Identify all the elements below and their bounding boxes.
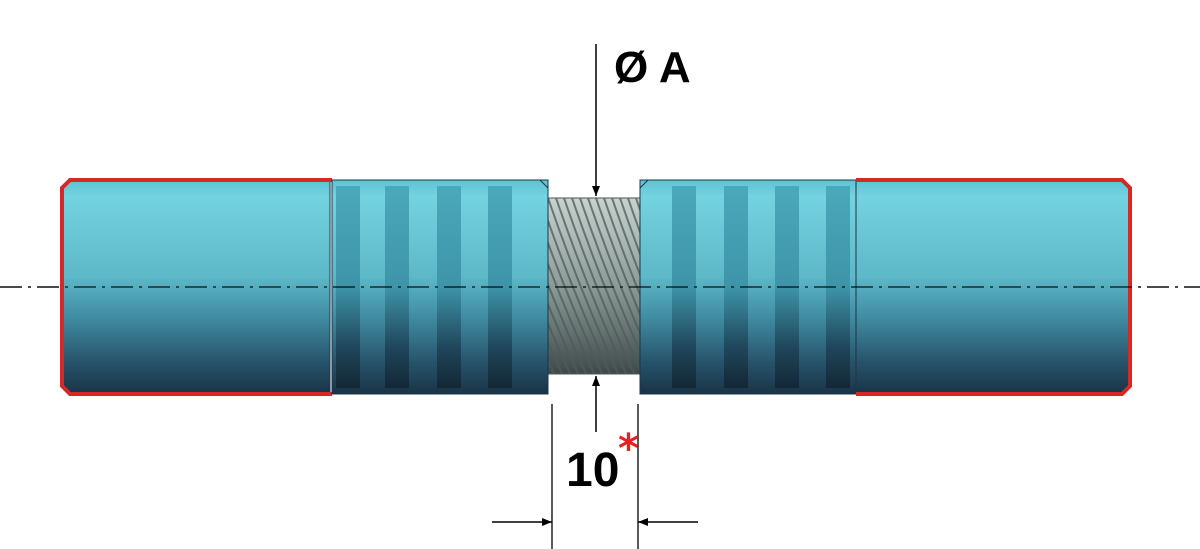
diameter-dimension: Ø A <box>592 43 691 432</box>
cable-strand <box>619 198 640 257</box>
cable-strand <box>579 198 640 355</box>
diameter-label: Ø A <box>614 43 691 92</box>
cable-strand <box>555 198 627 374</box>
cable-strand <box>571 198 640 372</box>
length-dimension: 10 * <box>492 404 698 549</box>
cable-strand <box>611 198 640 278</box>
cable-strand <box>548 240 603 374</box>
left-sleeve-grooves <box>331 179 549 395</box>
cable-strand <box>548 301 579 374</box>
left-seal-edge <box>60 178 332 396</box>
length-note-marker: * <box>618 426 639 472</box>
cable-strand <box>548 339 563 374</box>
cable-strand <box>587 198 640 336</box>
cable-strand <box>548 321 571 374</box>
cable-strand <box>603 198 640 298</box>
cable-strand <box>563 198 635 374</box>
cable-strand <box>548 198 619 374</box>
cable-strand <box>627 198 640 236</box>
cable-strand <box>595 198 640 317</box>
cable-strand <box>548 261 595 374</box>
cable-strand <box>548 217 611 374</box>
length-label: 10 <box>566 444 619 497</box>
